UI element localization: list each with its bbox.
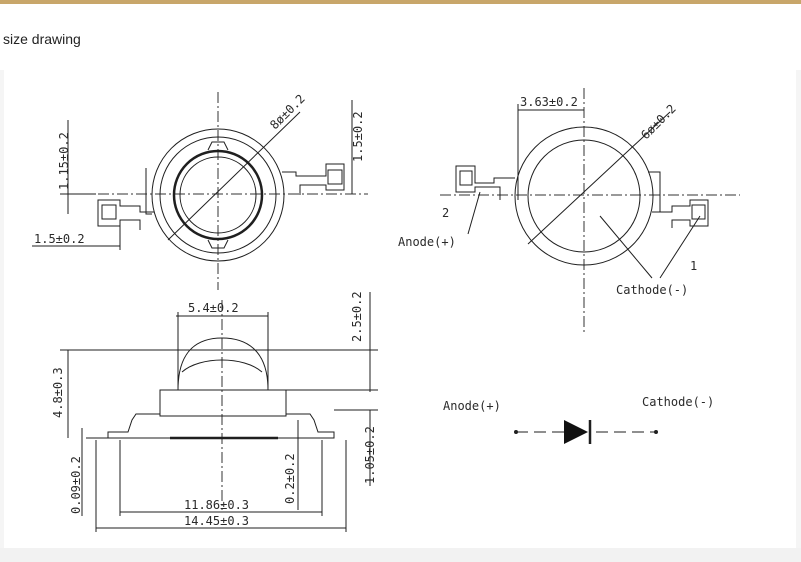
pad-left-inner-right-view <box>459 170 473 186</box>
base-flange <box>107 413 335 439</box>
dim-11-86-text: 11.86±0.3 <box>184 498 249 512</box>
outer-ring-inner-left <box>159 136 277 254</box>
anode-leader <box>467 191 481 235</box>
outer-ring-right <box>514 126 654 266</box>
dim-1-5-right-text: 1.5±0.2 <box>351 111 365 162</box>
dim-1-15-text: 1.15±0.2 <box>57 132 71 190</box>
lens-dome <box>177 337 269 391</box>
pad-right-inner-right-view <box>691 204 706 220</box>
pad-left-right-view <box>455 165 515 200</box>
pad-right-left-view <box>282 163 345 195</box>
anode-label-top: Anode(+) <box>398 235 456 249</box>
pad-left-inner-left-view <box>101 204 117 220</box>
pad-right-right-view <box>652 199 709 228</box>
symbol-cathode-terminal <box>654 430 658 434</box>
diode-triangle <box>564 420 588 444</box>
lens-dome-inner <box>181 359 263 373</box>
pin1-number: 1 <box>690 259 697 273</box>
dim-3-63-text: 3.63±0.2 <box>520 95 578 109</box>
lens-left <box>179 156 257 234</box>
bottom-tab-left <box>207 239 229 249</box>
body-block <box>159 389 287 417</box>
top-view-right: 3.63±0.2 6ø±0.2 2 Anode(+) 1 Cathode(-) <box>398 88 740 332</box>
side-flange-left <box>145 168 152 215</box>
dim-5-4-text: 5.4±0.2 <box>188 301 239 315</box>
pin2-number: 2 <box>442 206 449 220</box>
outer-ring-left <box>151 128 285 262</box>
dimension-drawing: 8ø±0.2 1.15±0.2 1.5±0.2 1.5±0.2 3.63±0.2… <box>32 88 740 532</box>
cathode-label-top: Cathode(-) <box>616 283 688 297</box>
lens-rim-left <box>172 149 264 241</box>
lens-dia-leader <box>167 111 301 241</box>
bottom-band <box>0 548 801 562</box>
symbol-anode-label: Anode(+) <box>443 399 501 413</box>
diode-symbol: Anode(+) Cathode(-) <box>443 395 714 444</box>
dim-body-dia-text: 6ø±0.2 <box>638 102 679 143</box>
cathode-leader-body <box>599 215 653 279</box>
body-circle-right <box>527 139 641 253</box>
side-view: 5.4±0.2 2.5±0.2 4.8±0.3 0.09±0.2 0.2±0.2… <box>51 291 378 532</box>
section-title: size drawing <box>3 31 81 47</box>
drawing-canvas: 8ø±0.2 1.15±0.2 1.5±0.2 1.5±0.2 3.63±0.2… <box>4 70 796 548</box>
dim-0-09-text: 0.09±0.2 <box>69 456 83 514</box>
dim-14-45-text: 14.45±0.3 <box>184 514 249 528</box>
top-accent-band <box>0 0 801 4</box>
symbol-anode-terminal <box>514 430 518 434</box>
symbol-cathode-label: Cathode(-) <box>642 395 714 409</box>
dim-4-8-text: 4.8±0.3 <box>51 367 65 418</box>
dim-lens-dia-text: 8ø±0.2 <box>267 92 308 133</box>
body-dia-leader <box>527 111 671 245</box>
pad-right-inner-left-view <box>327 169 343 185</box>
dim-1-5-left-text: 1.5±0.2 <box>34 232 85 246</box>
dim-2-5-text: 2.5±0.2 <box>350 291 364 342</box>
pad-left-left-view <box>97 199 154 230</box>
dim-0-2-text: 0.2±0.2 <box>283 453 297 504</box>
side-flange-right <box>648 171 661 212</box>
cathode-leader-pad <box>659 215 701 279</box>
dim-1-05-text: 1.05±0.2 <box>363 426 377 484</box>
top-view-left: 8ø±0.2 1.15±0.2 1.5±0.2 1.5±0.2 <box>32 92 368 290</box>
header: size drawing <box>0 4 801 70</box>
top-tab-left <box>207 141 229 151</box>
